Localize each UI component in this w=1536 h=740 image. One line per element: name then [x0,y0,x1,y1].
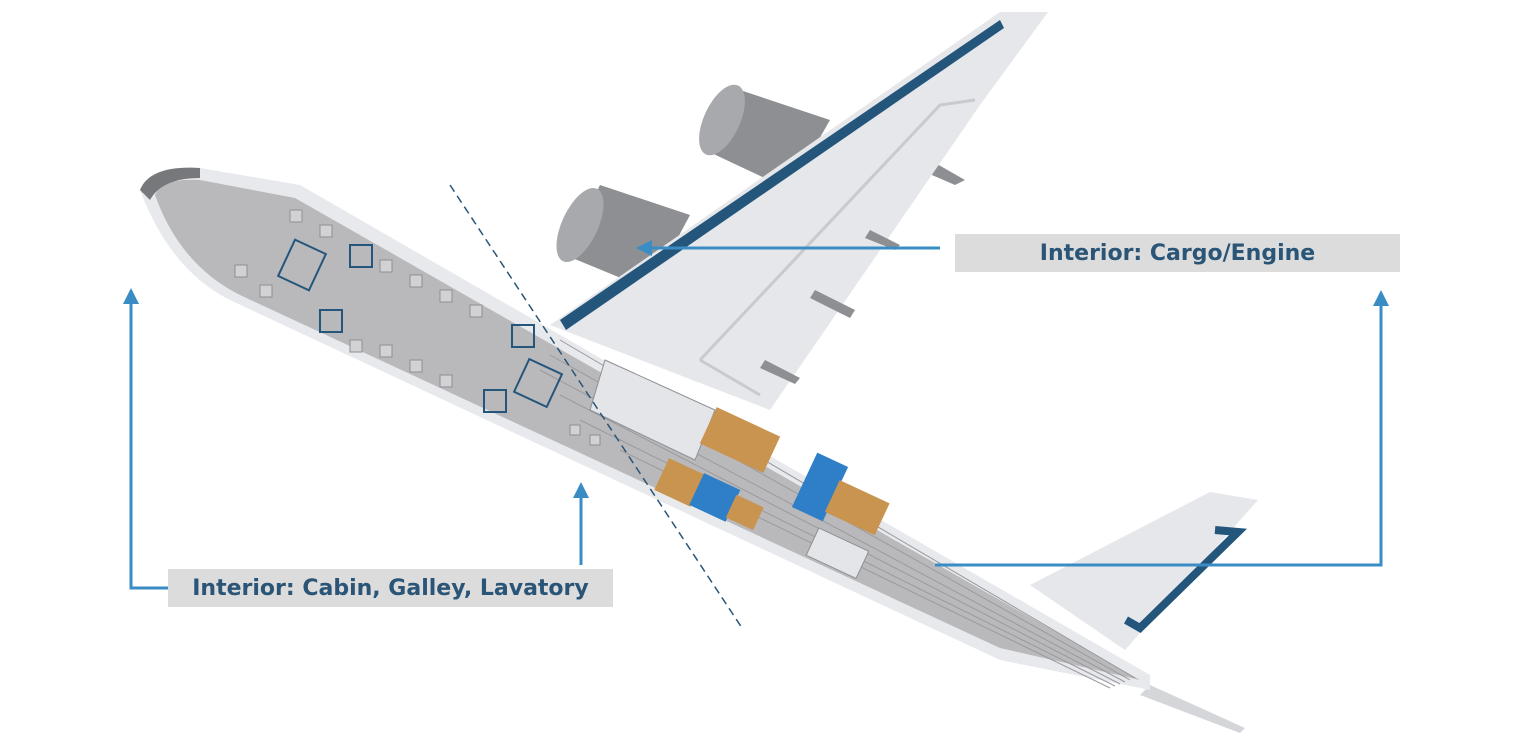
main-wing [550,12,1048,410]
cargo-engine-label: Interior: Cargo/Engine [955,234,1400,272]
callout-cabin [123,288,589,590]
cabin-galley-lavatory-label: Interior: Cabin, Galley, Lavatory [168,569,613,607]
section-divider [449,184,743,629]
fuselage [140,167,1150,690]
cargo [589,359,890,580]
tail-fin [1030,492,1258,733]
seats [234,209,601,446]
callout-cargo-engine [636,240,1389,567]
